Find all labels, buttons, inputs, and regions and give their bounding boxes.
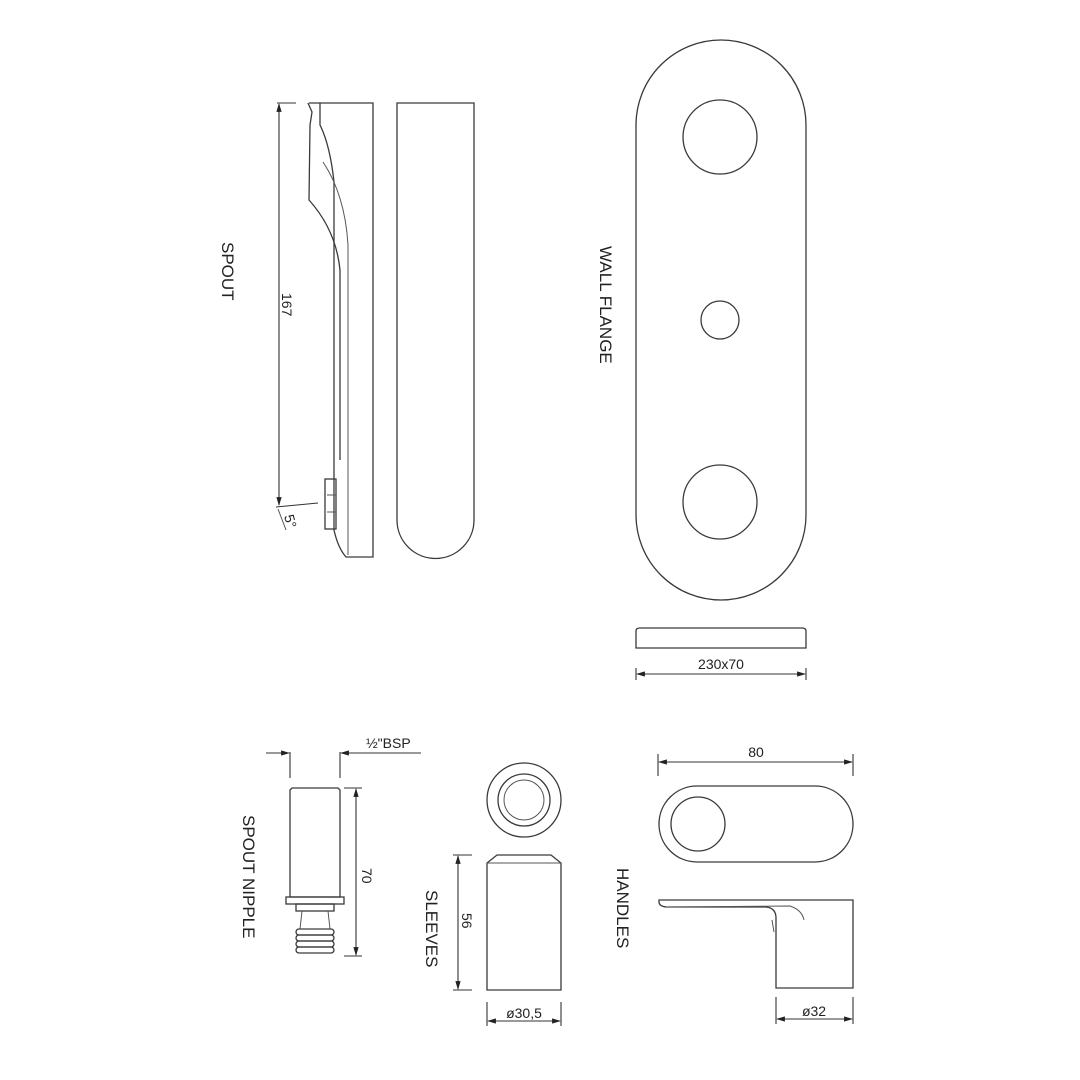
flange-hole-bottom (682, 464, 758, 540)
handle-length-value: 80 (748, 744, 764, 760)
spout-nipple-body (285, 787, 345, 954)
handle-top-view (658, 785, 854, 863)
sleeve-diameter-dimension: ø30,5 (486, 1002, 562, 1026)
wall-flange-size-value: 230x70 (698, 656, 744, 672)
handle-diameter-value: ø32 (802, 1003, 826, 1019)
wall-flange-dimension: 230x70 (635, 656, 807, 680)
nipple-thread-value: ½"BSP (366, 735, 411, 751)
spout-length-value: 167 (279, 293, 295, 317)
wall-flange-plate (635, 39, 807, 601)
wall-flange-group: WALL FLANGE 230x70 (596, 39, 807, 680)
wall-flange-side-view (635, 627, 807, 649)
nipple-thread-dimension: ½"BSP (266, 735, 421, 778)
flange-hole-center (700, 300, 740, 340)
spout-angle-dimension: 5° (275, 502, 319, 531)
spout-length-dimension: 167 (276, 102, 296, 506)
nipple-length-dimension: 70 (344, 787, 375, 957)
handle-length-dimension: 80 (657, 744, 854, 776)
sleeve-height-value: 56 (459, 913, 475, 929)
handles-label: HANDLES (613, 868, 632, 948)
spout-side-profile (307, 102, 374, 558)
handle-side-view (658, 899, 854, 989)
handles-group: HANDLES 80 ø32 (613, 744, 854, 1024)
sleeve-top-view (486, 762, 562, 838)
sleeve-diameter-value: ø30,5 (506, 1005, 542, 1021)
sleeves-group: SLEEVES 56 ø30,5 (422, 762, 562, 1026)
spout-nipple-group: SPOUT NIPPLE ½"BSP 70 (239, 735, 421, 957)
nipple-length-value: 70 (359, 868, 375, 884)
sleeves-label: SLEEVES (422, 890, 441, 968)
spout-angle-value: 5° (281, 513, 300, 530)
sleeve-height-dimension: 56 (453, 854, 475, 991)
spout-front-view (396, 102, 475, 560)
spout-nipple-label: SPOUT NIPPLE (239, 815, 258, 938)
spout-label: SPOUT (218, 242, 237, 301)
wall-flange-label: WALL FLANGE (596, 246, 615, 364)
handle-diameter-dimension: ø32 (775, 997, 854, 1024)
sleeve-side-view (486, 854, 562, 991)
spout-group: SPOUT 167 5° (218, 102, 475, 560)
flange-hole-top (682, 99, 758, 175)
